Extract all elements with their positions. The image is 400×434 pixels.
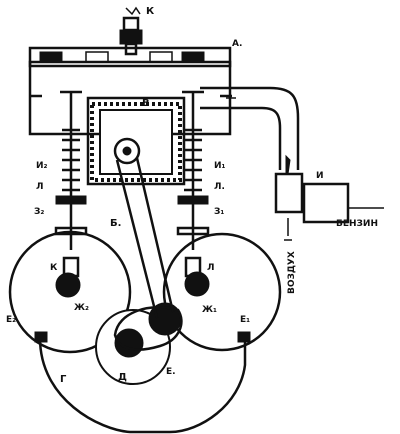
label-cylinder-head: А.	[232, 39, 242, 49]
label-air: ВОЗДУХ	[287, 251, 297, 294]
label-connecting-rod: Б.	[110, 218, 121, 229]
label-crankcase: Г	[60, 374, 67, 385]
head-fin-1	[39, 51, 63, 63]
label-spark-plug: К	[146, 6, 155, 17]
inlet-pipe	[200, 86, 384, 241]
crankcase	[34, 331, 251, 434]
label-inlet-stem: Л	[36, 182, 43, 192]
head-fin-4	[181, 51, 205, 63]
label-inlet-gear: Е₂	[6, 315, 16, 325]
exhaust-cam	[184, 271, 210, 297]
carburetor	[274, 172, 304, 214]
label-exhaust-gear: Е₁	[240, 315, 250, 325]
spark-plug	[119, 6, 143, 56]
label-inlet-guide: З₂	[34, 207, 44, 217]
exhaust-cam-gear	[162, 232, 282, 352]
crank-web	[113, 306, 183, 351]
head-fin-3	[149, 51, 173, 63]
label-exhaust-roller: Л	[207, 263, 214, 273]
label-piston: В	[142, 98, 150, 109]
label-exhaust-guide: З₁	[214, 207, 224, 217]
piston	[86, 96, 186, 186]
crankcase-bolt-left	[34, 331, 48, 343]
inlet-cam	[55, 272, 81, 298]
label-exhaust-stem: Л.	[214, 182, 225, 192]
head-fin-2	[85, 51, 109, 63]
label-crankshaft: Д	[118, 372, 127, 383]
label-inlet-roller: К	[50, 263, 58, 273]
float-chamber	[302, 182, 350, 224]
exhaust-valve	[176, 90, 210, 297]
connecting-rod	[115, 157, 175, 319]
piston-pin	[113, 137, 141, 165]
label-inlet-spring: И₂	[36, 161, 48, 171]
inlet-valve	[54, 90, 88, 298]
label-exhaust-spring: И₁	[214, 161, 226, 171]
cylinder-head	[28, 46, 232, 68]
label-inlet-cam: Ж₂	[74, 303, 89, 313]
crankcase-bolt-right	[237, 331, 251, 343]
label-exhaust-cam: Ж₁	[202, 305, 217, 315]
label-fuel: БЕНЗИН	[336, 219, 378, 229]
label-carburetor: И	[316, 171, 324, 181]
label-crank-gear: Е.	[166, 367, 176, 377]
